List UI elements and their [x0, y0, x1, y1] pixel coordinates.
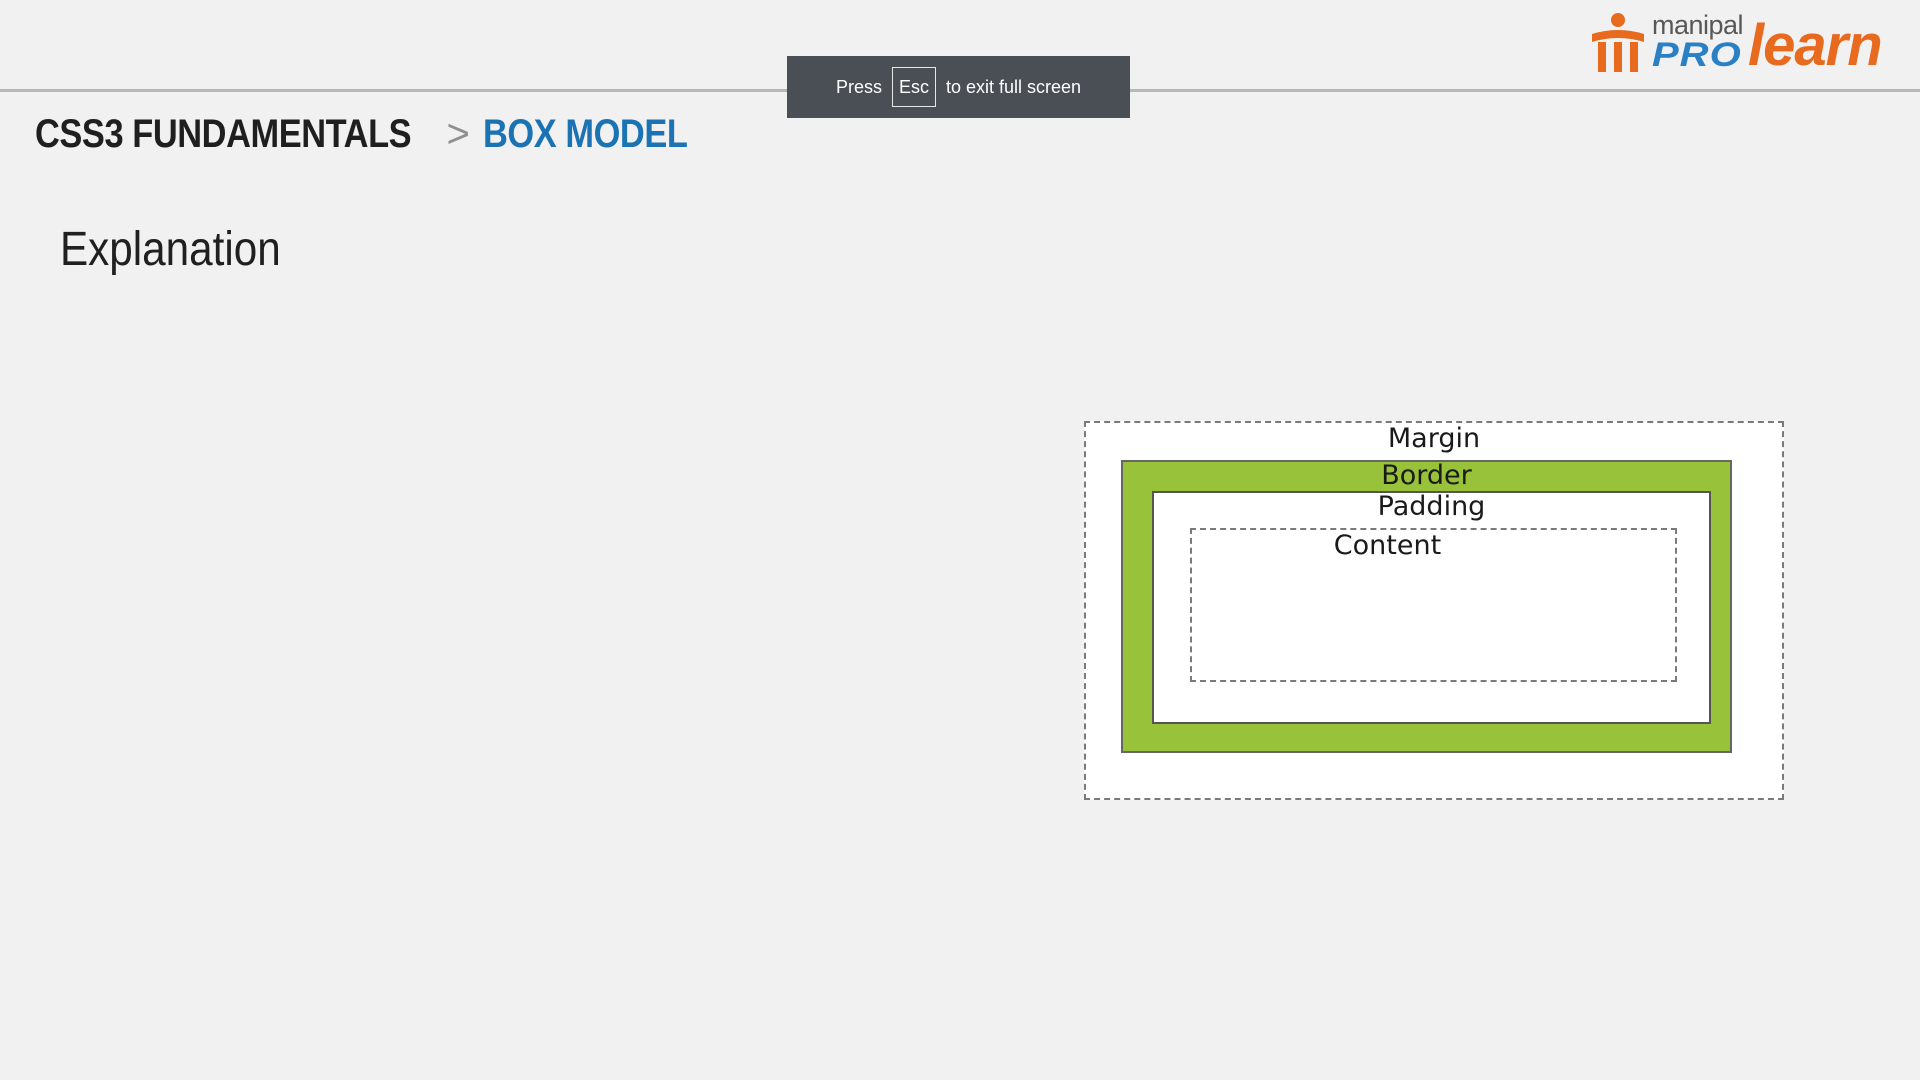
- content-box: Content: [1190, 528, 1677, 682]
- breadcrumb: CSS3 FUNDAMENTALS > BOX MODEL: [35, 112, 721, 157]
- fullscreen-exit-toast: Press Esc to exit full screen: [787, 56, 1130, 118]
- slide-heading: Explanation: [60, 223, 281, 276]
- logo-figure-icon: [1592, 13, 1644, 72]
- padding-label: Padding: [1377, 491, 1486, 522]
- border-box: Border Padding Content: [1121, 460, 1732, 753]
- logo-text-pro: PRO: [1652, 36, 1742, 74]
- logo-text-manipal: manipal: [1652, 10, 1744, 40]
- manipal-prolearn-logo: manipal PRO learn: [1588, 8, 1908, 78]
- padding-box: Padding Content: [1152, 491, 1711, 724]
- toast-prefix: Press: [835, 76, 882, 97]
- content-label: Content: [1333, 530, 1442, 561]
- logo-text-learn: learn: [1748, 13, 1883, 78]
- breadcrumb-topic: BOX MODEL: [483, 112, 688, 156]
- toast-suffix: to exit full screen: [945, 76, 1082, 97]
- box-model-diagram: Margin Border Padding Content: [1084, 421, 1784, 800]
- esc-key-badge: Esc: [891, 67, 936, 107]
- margin-box: Margin Border Padding Content: [1084, 421, 1784, 800]
- breadcrumb-course: CSS3 FUNDAMENTALS: [35, 112, 412, 156]
- border-label: Border: [1381, 460, 1472, 491]
- margin-label: Margin: [1387, 423, 1481, 454]
- breadcrumb-separator: >: [446, 112, 470, 156]
